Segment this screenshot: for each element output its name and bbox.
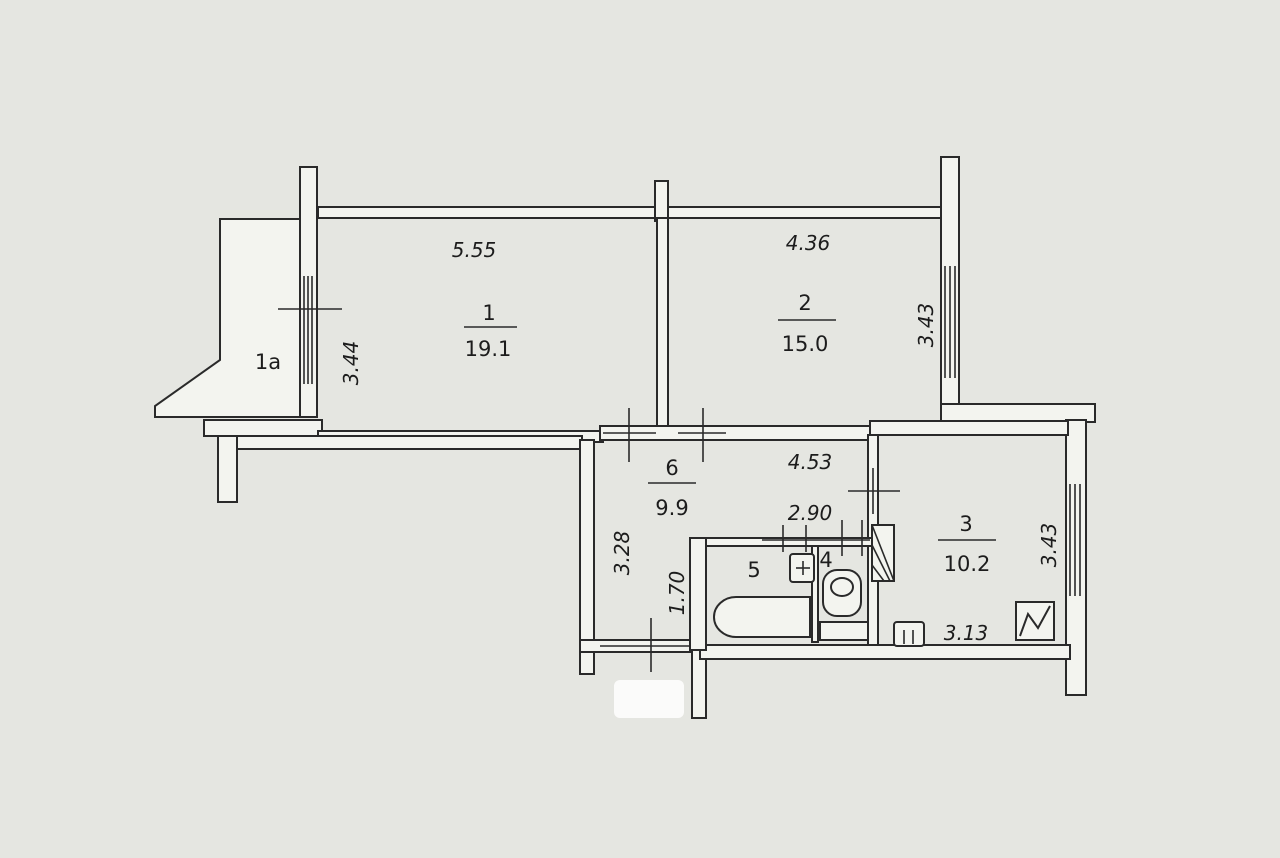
kitchen-right-wall (1065, 419, 1087, 696)
room-3-area: 10.2 (944, 552, 991, 576)
corridor-top-wall (203, 419, 323, 437)
room-5-number: 5 (747, 558, 760, 582)
bath-kitchen-bottom-wall (699, 644, 1071, 660)
dim-hall-width: 4.53 (788, 450, 833, 474)
room-6-number: 6 (665, 456, 678, 480)
stove-icon (1015, 601, 1055, 641)
dim-room1-height: 3.44 (339, 341, 363, 386)
kitchen-sink-icon (893, 621, 925, 647)
white-patch (614, 680, 684, 718)
room-4-number: 4 (819, 548, 832, 572)
hall-left-wall (579, 439, 595, 675)
room-1-area: 19.1 (465, 337, 512, 361)
washbasin-icon (789, 553, 815, 583)
room-2-area: 15.0 (782, 332, 829, 356)
room-3-number: 3 (959, 512, 972, 536)
partition-stub-top (654, 180, 669, 222)
dim-hall-height: 3.28 (610, 531, 634, 576)
dim-room2-width: 4.36 (786, 231, 831, 255)
bath-left-wall (689, 537, 707, 651)
balcony-1a (154, 218, 301, 418)
bath-toilet-partition (811, 545, 819, 643)
left-stub (217, 435, 238, 503)
door-marks (600, 408, 900, 672)
top-wall (317, 206, 943, 219)
dim-bath-height: 1.70 (665, 571, 689, 616)
dim-room1-width: 5.55 (452, 238, 497, 262)
corridor-top-wall-4 (869, 420, 1069, 436)
room-2-number: 2 (798, 291, 811, 315)
vent-shaft-icon (871, 524, 895, 582)
bathtub-icon (713, 596, 811, 638)
window-kitchen (1069, 484, 1081, 596)
room-1a-number: 1a (255, 350, 281, 374)
dim-kitchen-height: 3.43 (1037, 523, 1061, 568)
partition-1-2 (656, 217, 669, 434)
dim-kitchen-width: 3.13 (944, 621, 989, 645)
window-room2 (944, 266, 956, 378)
dim-room2-height: 3.43 (914, 303, 938, 348)
window-room1 (278, 276, 342, 384)
toilet-icon (819, 569, 869, 641)
dim-bath-width: 2.90 (788, 501, 833, 525)
room-1-number: 1 (482, 301, 495, 325)
room-6-area: 9.9 (655, 496, 688, 520)
lower-left-wall (219, 435, 583, 450)
